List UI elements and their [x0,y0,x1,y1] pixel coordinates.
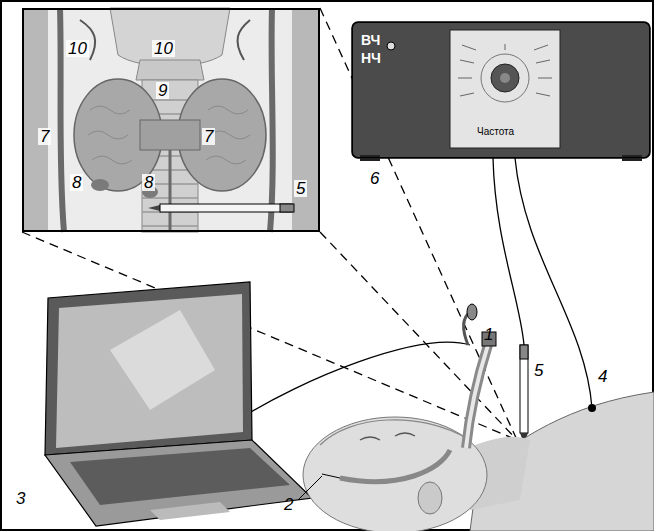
panel-label: ВЧ [361,33,380,47]
inset-frame: 10 10 9 7 7 8 8 5 [22,8,320,232]
probe [148,204,294,212]
callout-number: 5 [294,180,307,197]
panel-label: Частота [477,127,514,137]
probe [520,345,528,444]
device-panel: ВЧ НЧ Частота [352,22,650,158]
callout-number: 10 [152,40,175,57]
laptop [45,282,312,526]
wires [238,158,592,420]
thyroid-anatomy [22,8,320,232]
callout-number: 5 [534,362,543,379]
callout-number: 8 [70,174,83,191]
callout-number: 3 [16,490,25,507]
callout-number: 10 [66,40,89,57]
callout-number: 7 [202,128,215,145]
callout-number: 6 [370,170,379,187]
callout-number: 8 [142,174,155,191]
callout-number: 4 [598,368,607,385]
callout-number: 1 [484,326,493,343]
callout-number: 2 [284,496,293,513]
generator-device [352,22,650,161]
panel-label: НЧ [361,51,381,65]
callout-number: 7 [38,128,51,145]
callout-number: 9 [156,82,169,99]
patient [298,304,654,531]
